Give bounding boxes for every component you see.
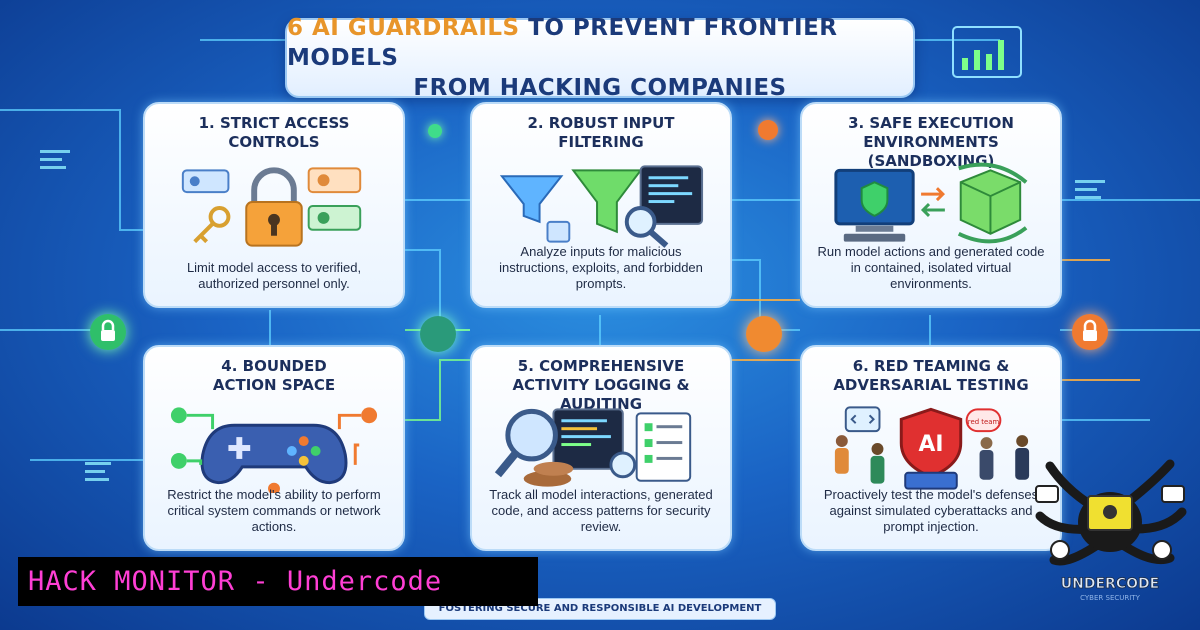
hack-monitor-text: HACK MONITOR - Undercode: [28, 566, 443, 597]
title-rest: TO PREVENT FRONTIER MODELS: [287, 15, 838, 71]
network-node-icon: [746, 316, 782, 352]
card-text-3: Run model actions and generated code in …: [817, 244, 1045, 291]
alert-node-icon: [758, 120, 778, 140]
title-banner: 6 AI GUARDRAILS TO PREVENT FRONTIER MODE…: [285, 15, 915, 101]
ai-shield-label: AI: [919, 432, 944, 457]
lock-keys-icon: [165, 162, 383, 250]
card-title-6: 6. RED TEAMING &ADVERSARIAL TESTING: [833, 357, 1029, 394]
card-text-4: Restrict the model's ability to perform …: [167, 487, 381, 534]
title-line-1: 6 AI GUARDRAILS TO PREVENT FRONTIER MODE…: [287, 13, 913, 73]
title-highlight: 6 AI GUARDRAILS: [287, 15, 520, 41]
lock-node-icon: [1072, 314, 1108, 350]
red-team-icon: AI red team: [822, 405, 1040, 493]
magnifier-log-icon: [492, 405, 710, 493]
card-text-5: Track all model interactions, generated …: [489, 487, 713, 534]
title-line-2: FROM HACKING COMPANIES: [413, 75, 787, 101]
gamepad-icon: [165, 405, 383, 495]
card-text-1: Limit model access to verified, authoriz…: [186, 260, 362, 291]
undercode-logo: UNDERCODE CYBER SECURITY: [1030, 456, 1190, 606]
network-node-icon: [420, 316, 456, 352]
sandbox-icon: [822, 162, 1040, 250]
card-text-6: Proactively test the model's defenses ag…: [823, 487, 1039, 534]
guardrail-card-6: 6. RED TEAMING &ADVERSARIAL TESTING AI r…: [800, 345, 1062, 551]
logo-name: UNDERCODE: [1061, 576, 1159, 592]
lock-node-icon: [90, 314, 126, 350]
hack-monitor-overlay: HACK MONITOR - Undercode: [18, 557, 538, 606]
card-text-2: Analyze inputs for malicious instruction…: [499, 244, 703, 291]
dot-node-icon: [428, 124, 442, 138]
bar-chart-icon: [952, 26, 1022, 78]
funnel-filter-icon: [492, 162, 710, 250]
logo-tagline: CYBER SECURITY: [1080, 594, 1140, 602]
red-team-badge: red team: [968, 418, 1000, 426]
